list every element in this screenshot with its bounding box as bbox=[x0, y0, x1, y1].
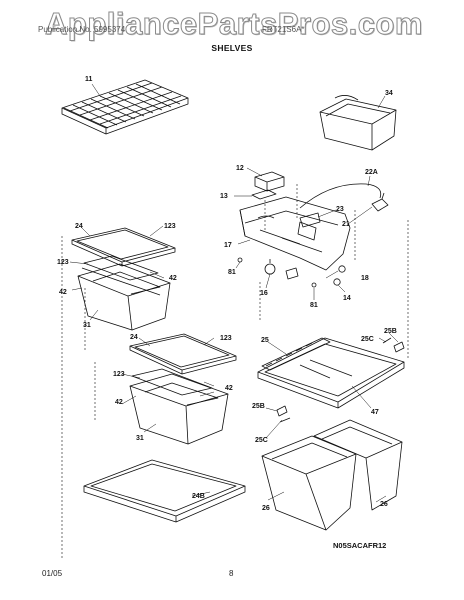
crisper-pan-left bbox=[261, 435, 357, 531]
callout-123-lower-right: 123 bbox=[220, 335, 232, 342]
wire-shelf bbox=[61, 79, 189, 135]
crisper-pan-right bbox=[313, 419, 403, 511]
callout-31-upper: 31 bbox=[83, 322, 91, 329]
callout-81-right: 81 bbox=[310, 302, 318, 309]
footer-date: 01/05 bbox=[42, 569, 63, 578]
page-number: 8 bbox=[229, 569, 234, 578]
upper-shelf-frame bbox=[83, 255, 159, 281]
control-knob-housing bbox=[254, 171, 285, 192]
callout-leader-lines bbox=[69, 83, 399, 503]
screw-14 bbox=[333, 278, 341, 286]
model-number: FRT21S6A* bbox=[262, 25, 305, 34]
callout-123-upper-left: 123 bbox=[57, 259, 69, 266]
callout-42-upper-left: 42 bbox=[59, 289, 67, 296]
screw-18 bbox=[338, 265, 346, 273]
callout-16: 16 bbox=[260, 290, 268, 297]
callout-31-lower: 31 bbox=[136, 435, 144, 442]
control-plate bbox=[251, 189, 277, 200]
callout-11: 11 bbox=[85, 76, 93, 83]
upper-glass-shelf bbox=[71, 227, 176, 267]
light-bulb bbox=[264, 263, 276, 275]
callout-26-left: 26 bbox=[262, 505, 270, 512]
wire-harness bbox=[299, 183, 382, 209]
callout-42-lower-left: 42 bbox=[115, 399, 123, 406]
callout-23: 23 bbox=[336, 206, 344, 213]
callout-81-left: 81 bbox=[228, 269, 236, 276]
callout-14: 14 bbox=[343, 295, 351, 302]
callout-42-lower-right: 42 bbox=[225, 385, 233, 392]
shelf-clip-25c-upper bbox=[382, 337, 392, 344]
light-shield bbox=[285, 267, 299, 280]
shelf-clip-25c-lower bbox=[279, 417, 291, 423]
upper-crisper-pan bbox=[77, 263, 171, 331]
callout-22a: 22A bbox=[365, 169, 378, 176]
callout-25c-lower: 25C bbox=[255, 437, 268, 444]
shelf-bracket-25b-lower bbox=[276, 405, 288, 417]
callout-25b-lower: 25B bbox=[252, 403, 265, 410]
section-title: SHELVES bbox=[211, 43, 253, 53]
site-watermark: AppliancePartsPros.com bbox=[45, 6, 423, 42]
deli-bin bbox=[319, 95, 397, 151]
callout-26-right: 26 bbox=[380, 501, 388, 508]
cantilever-glass-shelf bbox=[257, 337, 405, 409]
screw-81-left bbox=[237, 257, 243, 263]
callout-24-upper: 24 bbox=[75, 223, 83, 230]
light-socket bbox=[371, 192, 389, 212]
callout-123-lower-left: 123 bbox=[113, 371, 125, 378]
bottom-glass-shelf bbox=[83, 459, 246, 523]
callout-13: 13 bbox=[220, 193, 228, 200]
callout-25: 25 bbox=[261, 337, 269, 344]
screw-81-right bbox=[311, 282, 317, 288]
callout-24-lower: 24 bbox=[130, 334, 138, 341]
callout-123-upper-right: 123 bbox=[164, 223, 176, 230]
callout-25c-upper: 25C bbox=[361, 336, 374, 343]
callout-12: 12 bbox=[236, 165, 244, 172]
callout-25b-upper: 25B bbox=[384, 328, 397, 335]
thermostat bbox=[299, 212, 321, 228]
lower-crisper-pan bbox=[129, 373, 229, 445]
callout-24b: 24B bbox=[192, 493, 205, 500]
shelf-bracket-25b-upper bbox=[393, 341, 405, 353]
control-housing-assembly bbox=[239, 196, 351, 271]
lower-glass-shelf bbox=[129, 333, 237, 375]
callout-21: 21 bbox=[342, 221, 350, 228]
callout-17: 17 bbox=[224, 242, 232, 249]
callout-42-upper-right: 42 bbox=[169, 275, 177, 282]
callout-labels: 11 34 12 22A 13 23 21 17 81 16 18 81 14 … bbox=[57, 76, 397, 512]
callout-47: 47 bbox=[371, 409, 379, 416]
publication-number: Publication No. 5995374 bbox=[38, 25, 126, 34]
callout-34: 34 bbox=[385, 90, 393, 97]
diagram-code: N05SACAFR12 bbox=[333, 541, 386, 550]
callout-18: 18 bbox=[361, 275, 369, 282]
